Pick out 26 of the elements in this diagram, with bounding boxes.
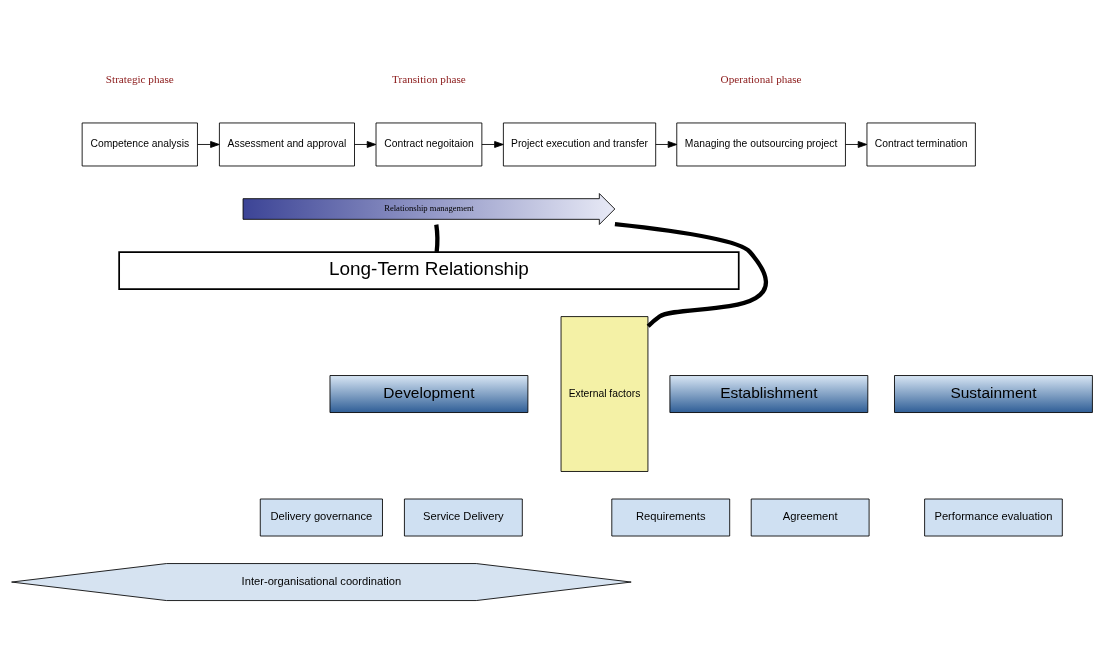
arrow bbox=[197, 140, 220, 148]
connector bbox=[614, 221, 768, 328]
arrow bbox=[354, 140, 377, 148]
node-box: Establishment bbox=[669, 374, 869, 413]
node-box: Managing the outsourcing project bbox=[676, 122, 846, 166]
node-box: Long-Term Relationship bbox=[118, 250, 740, 290]
node-box: Agreement bbox=[750, 498, 870, 536]
connector bbox=[434, 223, 440, 252]
node-box: Delivery governance bbox=[259, 498, 383, 536]
node-box: Sustainment bbox=[894, 374, 1093, 413]
node-box: External factors bbox=[560, 315, 649, 472]
node-box: Contract negoitaion bbox=[375, 122, 483, 166]
label: Transition phase bbox=[392, 72, 466, 85]
node-box: Requirements bbox=[611, 498, 731, 536]
node-box: Competence analysis bbox=[81, 122, 198, 166]
label: Strategic phase bbox=[105, 72, 174, 85]
node-box: Assessment and approval bbox=[218, 122, 355, 166]
arrow bbox=[845, 140, 868, 148]
label: Operational phase bbox=[720, 72, 802, 85]
node-box: Development bbox=[329, 374, 529, 413]
node-box: Performance evaluation bbox=[924, 498, 1063, 536]
arrow bbox=[655, 140, 678, 148]
arrow bbox=[481, 140, 504, 148]
node-box: Service Delivery bbox=[404, 498, 523, 536]
node-box: Contract termination bbox=[866, 122, 976, 166]
node-box: Project execution and transfer bbox=[502, 122, 657, 166]
